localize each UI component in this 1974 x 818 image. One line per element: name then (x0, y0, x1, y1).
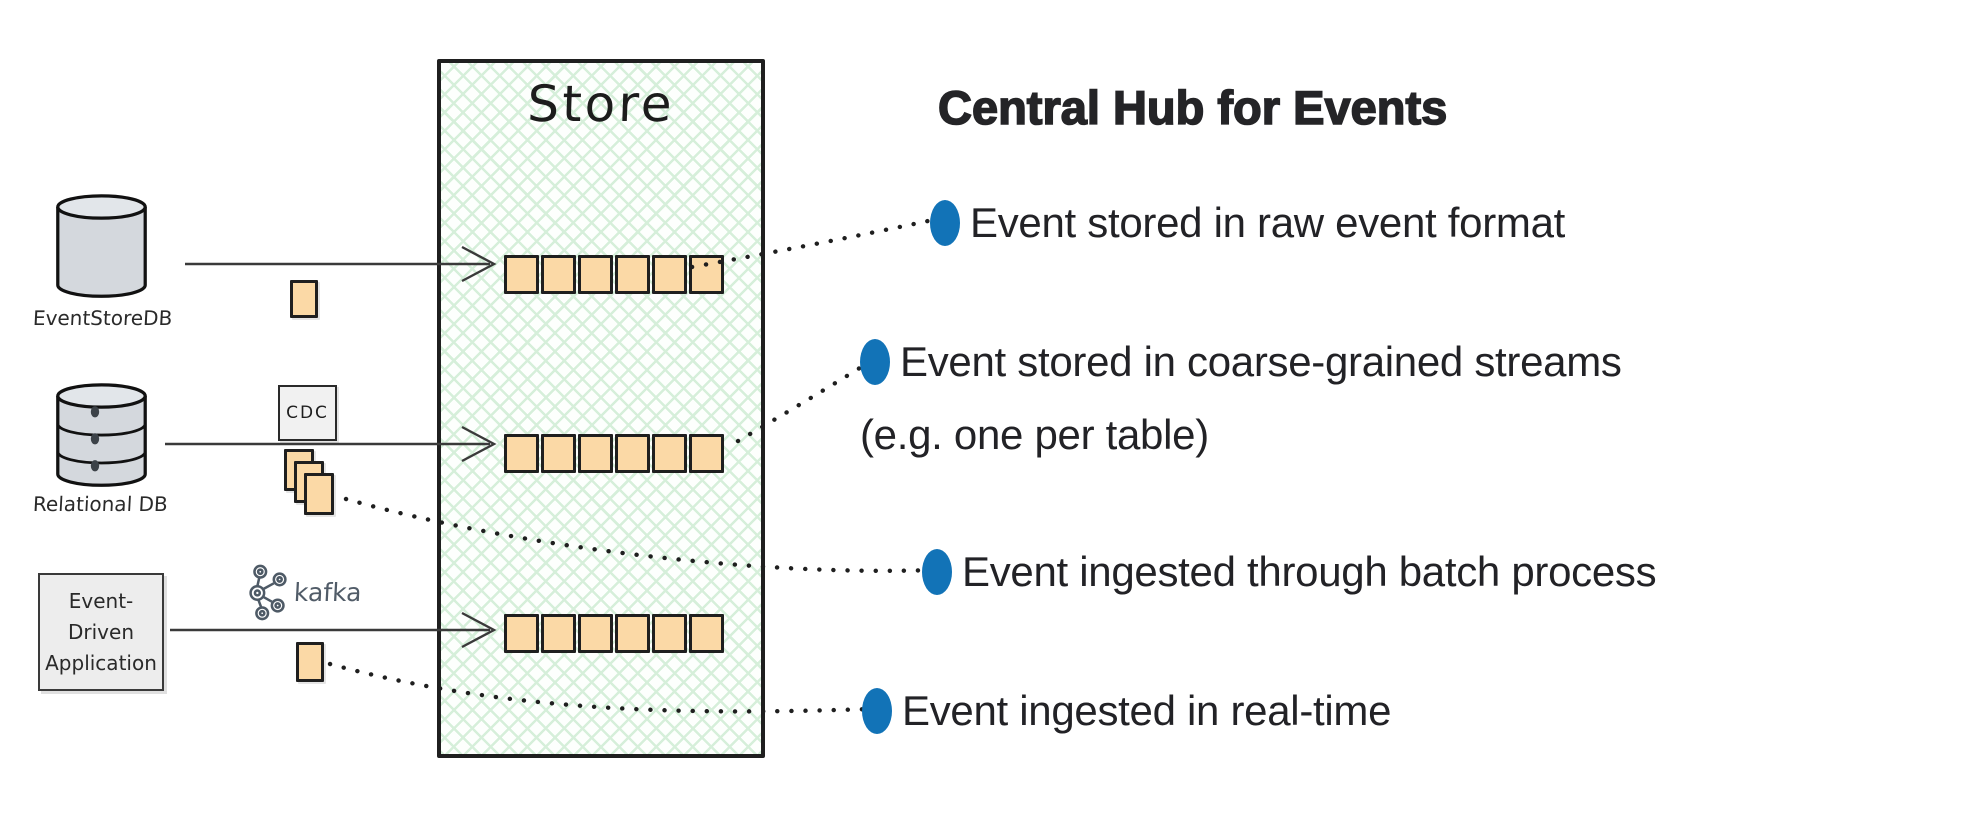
source-label-relational-db: Relational DB (32, 492, 169, 516)
event-cell (615, 255, 650, 294)
panel-heading: Central Hub for Events (937, 80, 1448, 135)
event-cell (689, 434, 724, 473)
event-cell (615, 614, 650, 653)
event-cell (541, 255, 576, 294)
event-cell (578, 614, 613, 653)
event-cell (652, 255, 687, 294)
event-cell (578, 434, 613, 473)
batch-sheet-front (304, 473, 334, 515)
bullet-text: Event ingested in real-time (902, 686, 1392, 734)
event-cell (541, 614, 576, 653)
event-stream-row-2 (504, 434, 724, 473)
realtime-event-icon (296, 642, 324, 682)
kafka-icon (249, 564, 287, 621)
store-title: Store (526, 75, 676, 133)
event-driven-application-box: Event- Driven Application (38, 573, 164, 691)
event-batch-stack-icon (284, 449, 350, 521)
cdc-box: CDC (278, 385, 337, 441)
event-cell (504, 255, 539, 294)
eda-line-3: Application (45, 650, 157, 675)
bullet-dot-icon (862, 687, 892, 734)
eda-line-1: Event- (68, 588, 134, 613)
bullet-batch-process: Event ingested through batch process (922, 534, 1952, 607)
event-cell (541, 434, 576, 473)
bullet-dot-icon (930, 199, 960, 246)
bullet-dot-icon (860, 338, 890, 385)
eda-line-2: Driven (68, 619, 134, 644)
kafka-badge: kafka (248, 563, 362, 621)
relational-database-icon (56, 383, 147, 487)
event-cell (504, 614, 539, 653)
bullet-coarse-grained: Event stored in coarse-grained streams (… (860, 324, 1635, 470)
bullet-text: Event stored in coarse-grained streams (… (860, 337, 1622, 458)
event-stream-row-3 (504, 614, 724, 653)
database-cylinder-icon (56, 194, 147, 298)
event-store-box: Store (437, 59, 765, 758)
bullet-real-time: Event ingested in real-time (862, 673, 1782, 746)
cdc-label: CDC (286, 403, 329, 423)
event-stream-row-1 (504, 255, 724, 294)
event-cell (615, 434, 650, 473)
event-cell (689, 614, 724, 653)
bullet-dot-icon (922, 548, 952, 595)
bullet-text: Event ingested through batch process (962, 547, 1657, 595)
event-cell (652, 614, 687, 653)
event-cell (652, 434, 687, 473)
source-label-eventstoredb: EventStoreDB (32, 306, 173, 330)
kafka-label: kafka (293, 577, 363, 607)
bullet-text: Event stored in raw event format (970, 198, 1566, 246)
event-cell (504, 434, 539, 473)
bullet-raw-format: Event stored in raw event format (930, 185, 1940, 258)
event-cell (578, 255, 613, 294)
event-cell (689, 255, 724, 294)
event-message-icon (290, 280, 318, 318)
